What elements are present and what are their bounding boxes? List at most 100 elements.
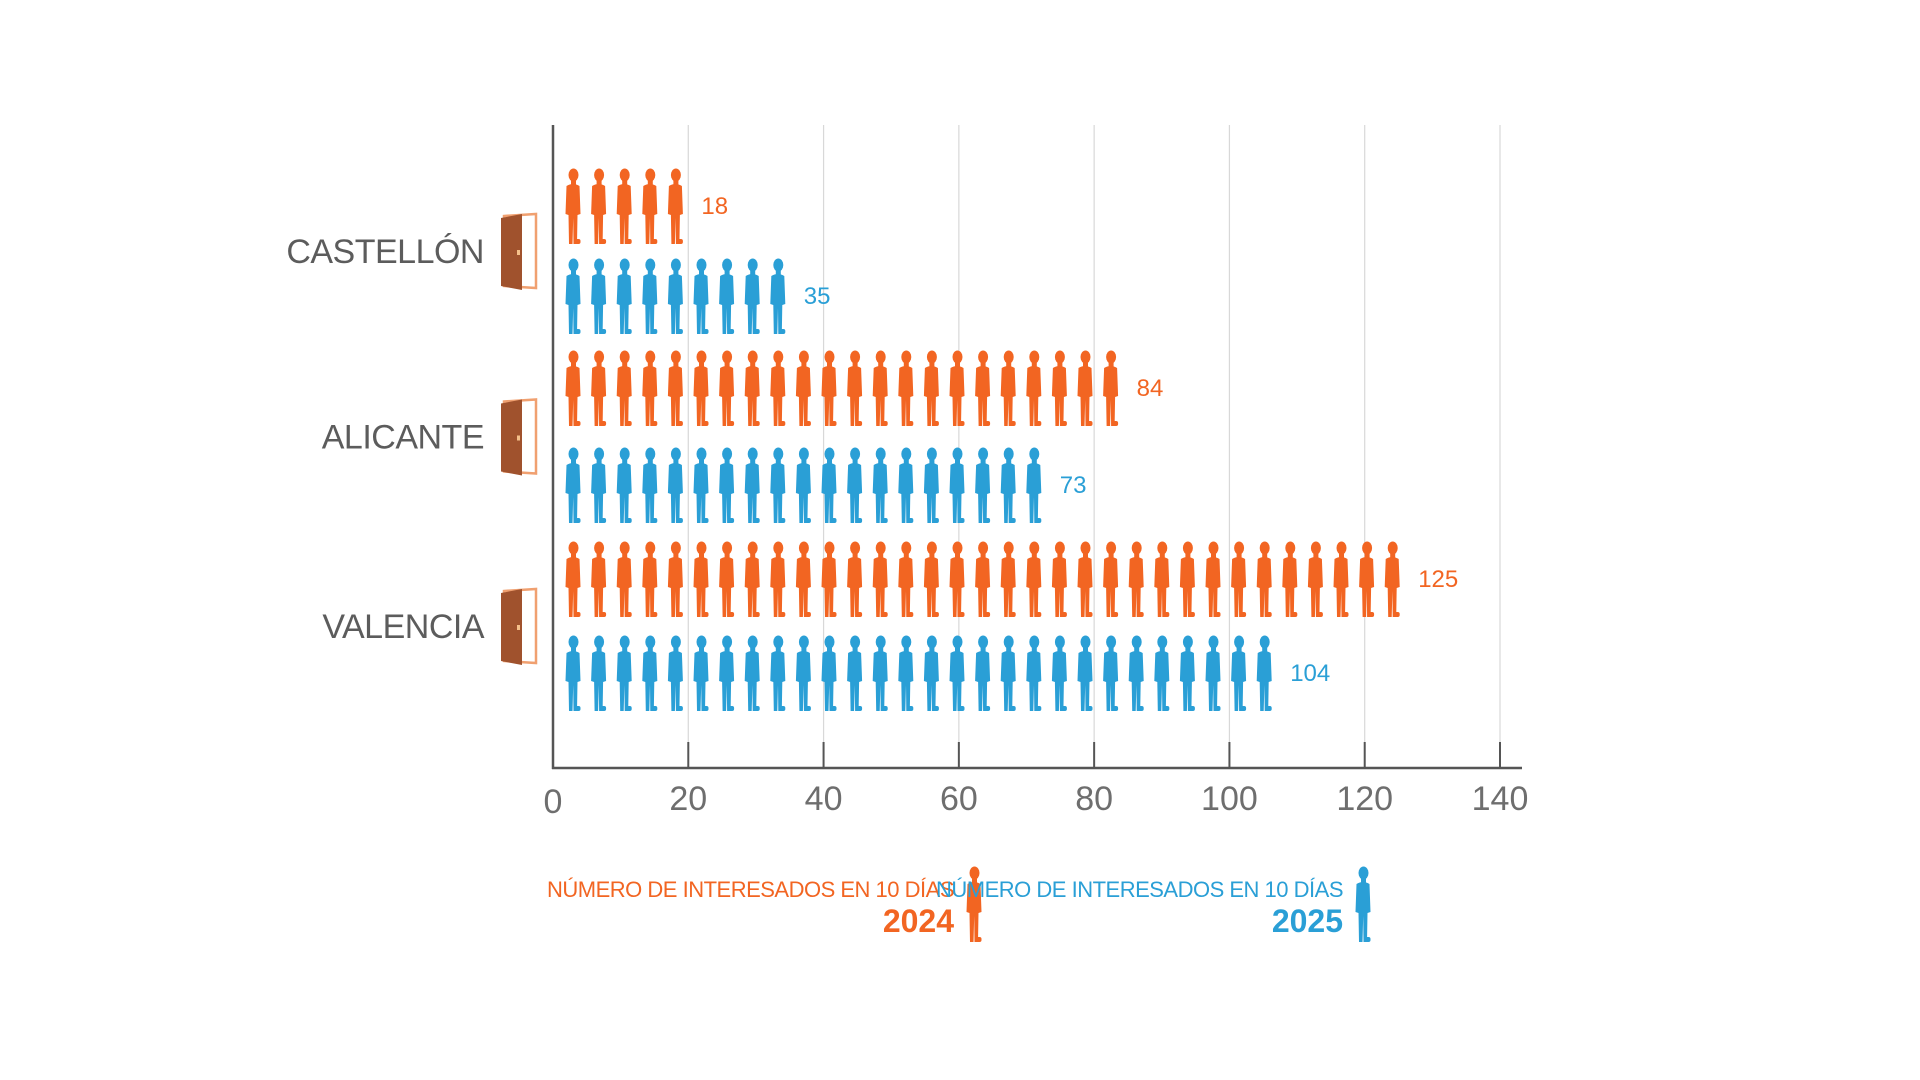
person-silhouette-icon: [1077, 635, 1093, 711]
legend-item-2025: NÚMERO DE INTERESADOS EN 10 DÍAS 2025: [936, 866, 1371, 942]
person-silhouette-icon: [898, 635, 914, 711]
person-silhouette-icon: [1026, 541, 1042, 617]
grid-lines: [687, 125, 1501, 768]
bar-castellón-2024: [565, 168, 683, 244]
value-label: 73: [1060, 472, 1087, 499]
person-silhouette-icon: [795, 635, 811, 711]
person-silhouette-icon: [565, 447, 581, 523]
person-silhouette-icon: [872, 447, 888, 523]
axes: [551, 125, 1522, 770]
person-silhouette-icon: [591, 350, 607, 426]
category-label: VALENCIA: [322, 608, 484, 646]
person-silhouette-icon: [847, 635, 863, 711]
person-silhouette-icon: [565, 258, 581, 334]
door-icon: [501, 587, 538, 665]
category-label: CASTELLÓN: [286, 233, 484, 271]
person-silhouette-icon: [667, 258, 683, 334]
person-silhouette-icon: [1231, 635, 1247, 711]
person-silhouette-icon: [642, 447, 658, 523]
person-silhouette-icon: [1179, 635, 1195, 711]
person-silhouette-icon: [1154, 635, 1170, 711]
person-silhouette-icon: [667, 168, 683, 244]
person-silhouette-icon: [872, 541, 888, 617]
bar-valencia-2025: [565, 635, 1272, 711]
person-silhouette-icon: [770, 541, 786, 617]
person-silhouette-icon: [975, 350, 991, 426]
value-label: 35: [804, 283, 831, 310]
person-silhouette-icon: [719, 350, 735, 426]
person-silhouette-icon: [1333, 541, 1349, 617]
person-silhouette-icon: [923, 447, 939, 523]
person-silhouette-icon: [1077, 350, 1093, 426]
person-silhouette-icon: [1359, 541, 1375, 617]
person-silhouette-icon: [1384, 541, 1400, 617]
person-silhouette-icon: [744, 350, 760, 426]
person-silhouette-icon: [1256, 541, 1272, 617]
person-silhouette-icon: [1282, 541, 1298, 617]
person-silhouette-icon: [1179, 541, 1195, 617]
bar-castellón-2025: [565, 258, 786, 334]
value-label: 18: [701, 193, 728, 220]
category-label: ALICANTE: [322, 419, 484, 457]
person-silhouette-icon: [642, 350, 658, 426]
category-labels: CASTELLÓN ALICANTE VALENCIA: [286, 212, 538, 665]
person-silhouette-icon: [1128, 541, 1144, 617]
person-silhouette-icon: [744, 447, 760, 523]
x-tick-label: 40: [805, 780, 843, 818]
person-silhouette-icon: [667, 447, 683, 523]
person-silhouette-icon: [1205, 541, 1221, 617]
x-tick-label: 80: [1075, 780, 1113, 818]
value-label: 125: [1418, 566, 1458, 593]
bar-alicante-2024: [565, 350, 1119, 426]
person-silhouette-icon: [949, 447, 965, 523]
person-silhouette-icon: [1103, 635, 1119, 711]
person-silhouette-icon: [616, 635, 632, 711]
person-silhouette-icon: [770, 635, 786, 711]
legend-caption-2024: NÚMERO DE INTERESADOS EN 10 DÍAS: [547, 877, 954, 902]
door-icon: [501, 398, 538, 476]
person-silhouette-icon: [591, 168, 607, 244]
person-silhouette-icon: [1231, 541, 1247, 617]
person-silhouette-icon: [1355, 866, 1371, 942]
person-silhouette-icon: [642, 168, 658, 244]
person-silhouette-icon: [591, 635, 607, 711]
x-tick-label: 20: [669, 780, 707, 818]
person-silhouette-icon: [642, 258, 658, 334]
value-label: 84: [1137, 375, 1164, 402]
person-silhouette-icon: [744, 541, 760, 617]
person-silhouette-icon: [565, 635, 581, 711]
person-silhouette-icon: [949, 541, 965, 617]
person-silhouette-icon: [1205, 635, 1221, 711]
person-silhouette-icon: [667, 635, 683, 711]
person-silhouette-icon: [667, 541, 683, 617]
person-silhouette-icon: [1000, 635, 1016, 711]
person-silhouette-icon: [616, 541, 632, 617]
person-silhouette-icon: [795, 350, 811, 426]
person-silhouette-icon: [744, 635, 760, 711]
person-silhouette-icon: [1051, 635, 1067, 711]
person-silhouette-icon: [975, 541, 991, 617]
person-silhouette-icon: [898, 447, 914, 523]
door-icon: [501, 212, 538, 290]
person-silhouette-icon: [770, 258, 786, 334]
person-silhouette-icon: [975, 635, 991, 711]
person-silhouette-icon: [693, 447, 709, 523]
person-silhouette-icon: [1000, 350, 1016, 426]
person-silhouette-icon: [642, 541, 658, 617]
person-silhouette-icon: [1256, 635, 1272, 711]
person-silhouette-icon: [949, 635, 965, 711]
person-silhouette-icon: [847, 350, 863, 426]
person-silhouette-icon: [693, 258, 709, 334]
person-silhouette-icon: [975, 447, 991, 523]
person-silhouette-icon: [616, 258, 632, 334]
person-silhouette-icon: [642, 635, 658, 711]
person-silhouette-icon: [1307, 541, 1323, 617]
x-tick-label: 140: [1472, 780, 1529, 818]
person-silhouette-icon: [1077, 541, 1093, 617]
person-silhouette-icon: [1051, 541, 1067, 617]
pictogram-bars: [565, 168, 1400, 711]
x-tick-label: 60: [940, 780, 978, 818]
legend-year-2024: 2024: [883, 903, 954, 939]
